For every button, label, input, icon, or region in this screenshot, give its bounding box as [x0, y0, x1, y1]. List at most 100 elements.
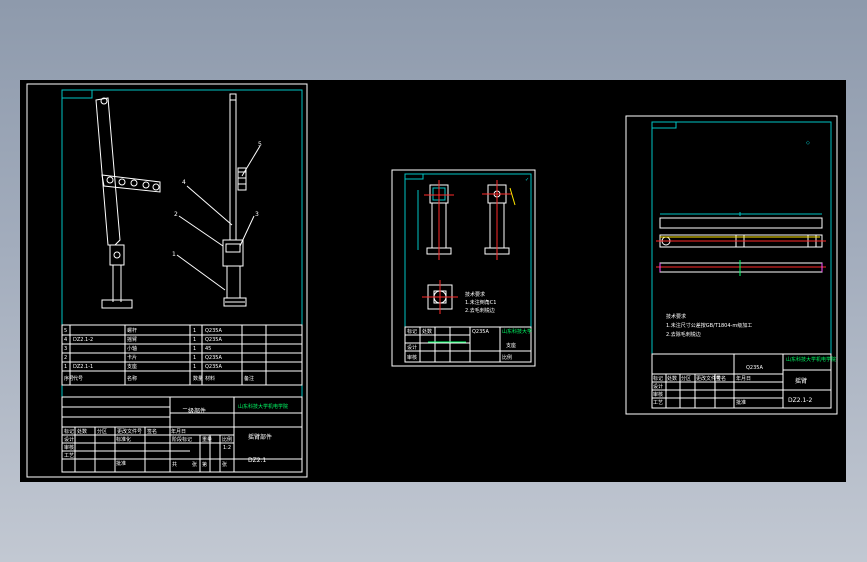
bom-cell-qty: 1: [193, 337, 196, 343]
bom-cell-name: 摇臂: [127, 336, 137, 343]
tb1-label-3: 更改文件号: [117, 428, 142, 435]
bom-cell-code: DZ2.1-1: [73, 364, 93, 370]
tb1-label-2: 分区: [97, 428, 107, 435]
bom-header-cell: 代号: [73, 375, 83, 382]
tb1-label-17: 张: [222, 461, 227, 468]
tb3-label-8: 工艺: [653, 400, 663, 406]
sheet1-company: 山东科技大学机电学院: [238, 403, 288, 410]
tb1-label-16: 第: [202, 461, 207, 468]
tb2-label-1: 处数: [422, 328, 432, 335]
bom-header-cell: 数量: [193, 375, 203, 382]
tb1-label-7: 审核: [64, 444, 74, 451]
tb3-label-2: 分区: [681, 375, 691, 382]
sheet2-material: Q235A: [472, 329, 489, 335]
sheet3-note-1: 1.未注尺寸公差按GB/T1804-m级加工: [666, 322, 752, 329]
sheet-base-part[interactable]: ✓ 技术要求 1.未注倒角C1 2.去毛刺锐边 山东科技大学 支座 Q235A …: [391, 169, 536, 367]
sheet1-scale: 1:2: [223, 445, 231, 451]
tb3-label-1: 处数: [667, 375, 677, 382]
sheet1-corner-tag: [61, 89, 93, 99]
bom-table: [61, 324, 303, 386]
tb1-label-4: 签名: [147, 428, 157, 435]
sheet1-assembly-title: 二级部件: [182, 407, 206, 415]
tb1-label-8: 工艺: [64, 453, 74, 459]
rocker-bottom-view: [656, 260, 826, 276]
tb2-label-3: 审核: [407, 354, 417, 361]
sheet3-notes: 技术要求 1.未注尺寸公差按GB/T1804-m级加工 2.去除毛刺锐边: [666, 313, 752, 338]
rocker-top-view: [659, 212, 823, 229]
bom-cell-no: 3: [64, 346, 67, 352]
tb3-label-9: 批准: [736, 399, 746, 406]
tb1-label-10: 批准: [116, 460, 126, 467]
tb1-label-1: 处数: [77, 428, 87, 435]
sheet3-drawing-code: DZ2.1-2: [788, 397, 812, 404]
balloon-5: 5: [258, 141, 262, 148]
bom-cell-qty: 1: [193, 355, 196, 361]
sheet3-roughness-symbol: ◇: [806, 140, 810, 146]
bom-cell-name: 螺杆: [127, 327, 137, 334]
balloon-leaders: [176, 145, 261, 291]
tb2-label-4: 比例: [502, 354, 512, 361]
tb3-label-0: 标记: [653, 375, 663, 382]
balloon-4: 4: [182, 179, 186, 186]
tb3-label-3: 更改文件号: [696, 375, 721, 382]
sheet3-company: 山东科技大学机电学院: [786, 356, 836, 363]
sheet1-outer-border: [26, 83, 308, 478]
tb1-label-12: 重量: [202, 436, 212, 443]
bom-cell-material: Q235A: [205, 328, 222, 334]
bom-header-cell: 备注: [244, 375, 254, 382]
sheet2-note-title: 技术要求: [465, 291, 485, 298]
bom-cell-qty: 1: [193, 364, 196, 370]
tb1-label-13: 比例: [222, 436, 232, 443]
assembly-right-view: [222, 93, 247, 307]
sheet3-drawing-name: 摇臂: [795, 377, 807, 385]
bom-cell-name: 卡片: [127, 354, 137, 361]
base-side-view: [482, 180, 516, 260]
sheet3-title-block: [651, 353, 832, 409]
tb3-label-5: 年月日: [736, 375, 751, 382]
tb3-label-6: 设计: [653, 383, 663, 390]
sheet2-notes: 技术要求 1.未注倒角C1 2.去毛刺锐边: [465, 291, 496, 314]
balloon-3: 3: [255, 211, 259, 218]
bom-cell-qty: 1: [193, 346, 196, 352]
bom-cell-no: 2: [64, 355, 67, 361]
rocker-front-view: [656, 234, 826, 248]
balloon-2: 2: [174, 211, 178, 218]
bom-cell-material: Q235A: [205, 355, 222, 361]
tb3-label-4: 签名: [716, 375, 726, 382]
bom-cell-material: Q235A: [205, 337, 222, 343]
roughness-symbol: ✓: [525, 177, 529, 183]
sheet2-note-1: 1.未注倒角C1: [465, 299, 496, 306]
tb1-label-0: 标记: [64, 428, 74, 435]
tb1-label-9: 标准化: [116, 436, 131, 443]
sheet2-drawing-name: 支座: [506, 342, 516, 349]
bom-cell-no: 5: [64, 328, 67, 334]
tb2-label-2: 设计: [407, 344, 417, 351]
bom-cell-material: 45: [205, 346, 211, 352]
sheet-rocker-part[interactable]: ◇ 技术要求 1.未注尺寸公差按GB/T1804-m级加工 2.去除毛刺锐边: [625, 115, 838, 415]
tb1-label-15: 张: [192, 461, 197, 468]
tb1-label-5: 年月日: [171, 428, 186, 435]
bom-cell-name: 支座: [127, 363, 137, 370]
tb1-label-6: 设计: [64, 436, 74, 443]
sheet1-drawing-name: 摇臂部件: [248, 433, 272, 441]
assembly-left-view: [95, 97, 161, 309]
tb2-label-0: 标记: [407, 328, 417, 335]
bom-header-cell: 名称: [127, 375, 137, 382]
bom-header-cell: 材料: [205, 375, 215, 382]
sheet3-note-title: 技术要求: [666, 313, 686, 320]
bom-cell-name: 小轴: [127, 345, 137, 352]
base-top-view: [422, 280, 458, 314]
sheet2-note-2: 2.去毛刺锐边: [465, 307, 495, 314]
sheet1-title-block: [61, 396, 303, 473]
sheet3-material: Q235A: [746, 365, 763, 371]
tb3-label-7: 审核: [653, 391, 663, 398]
sheet2-corner-tag: [404, 173, 424, 180]
sheet3-note-2: 2.去除毛刺锐边: [666, 331, 701, 338]
sheet3-outer-border: [625, 115, 838, 415]
sheet3-inner-frame: [651, 121, 832, 409]
bom-cell-qty: 1: [193, 328, 196, 334]
sheet2-outer-border: [391, 169, 536, 367]
